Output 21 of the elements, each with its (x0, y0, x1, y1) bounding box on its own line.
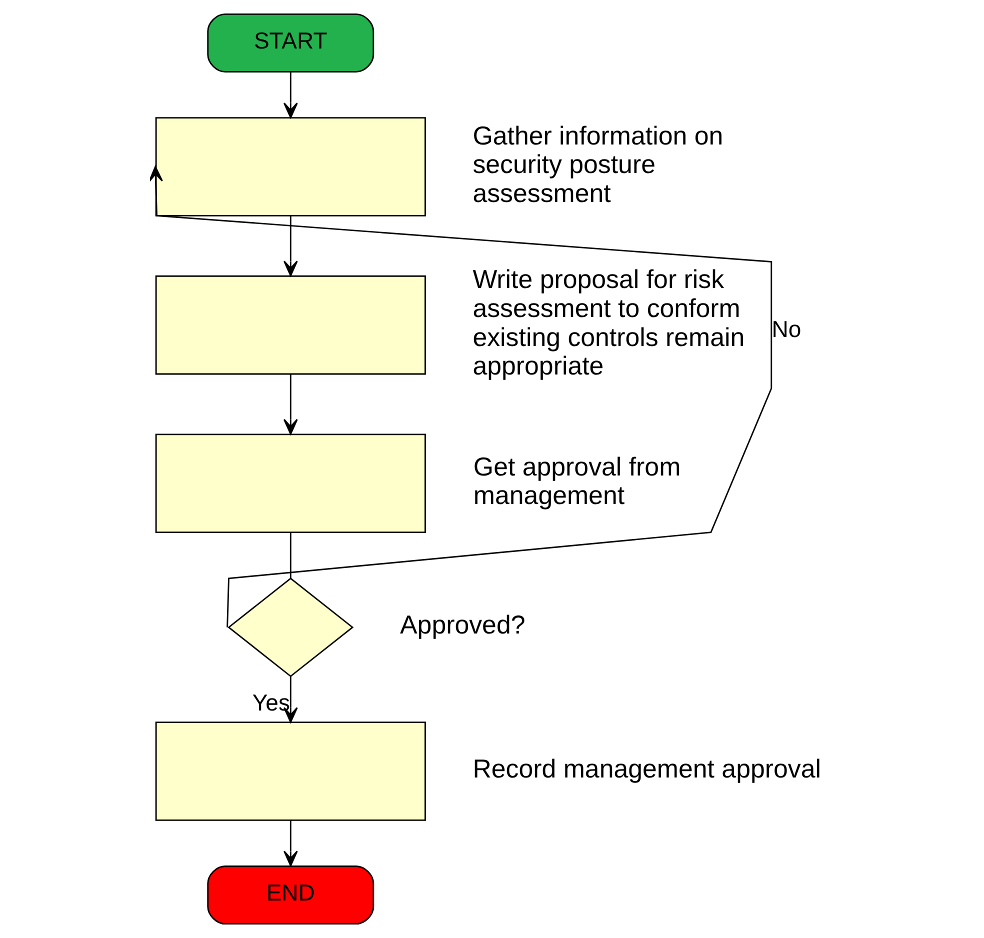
edge-label: No (772, 316, 802, 342)
arrow (283, 676, 298, 723)
node-box (155, 434, 426, 534)
node-label: Gather information on security posture assessment (472, 122, 724, 208)
node-box (155, 275, 426, 375)
connector (290, 532, 292, 578)
node-box: END (207, 866, 374, 925)
node-box (155, 722, 426, 821)
arrow (283, 820, 298, 866)
node-label: Record management approval (472, 756, 822, 784)
node-label: Write proposal for risk assessment to conform existing controls remain appropriate (472, 266, 745, 381)
node-box: START (207, 13, 374, 72)
arrow (283, 72, 298, 118)
arrow (150, 166, 772, 628)
node-box (155, 117, 426, 216)
node-diamond (228, 577, 354, 678)
node-label: Get approval from management (473, 453, 681, 510)
arrow (283, 216, 298, 276)
node-label: Approved? (400, 612, 526, 640)
arrow (283, 374, 298, 435)
edge-label: Yes (252, 689, 290, 716)
